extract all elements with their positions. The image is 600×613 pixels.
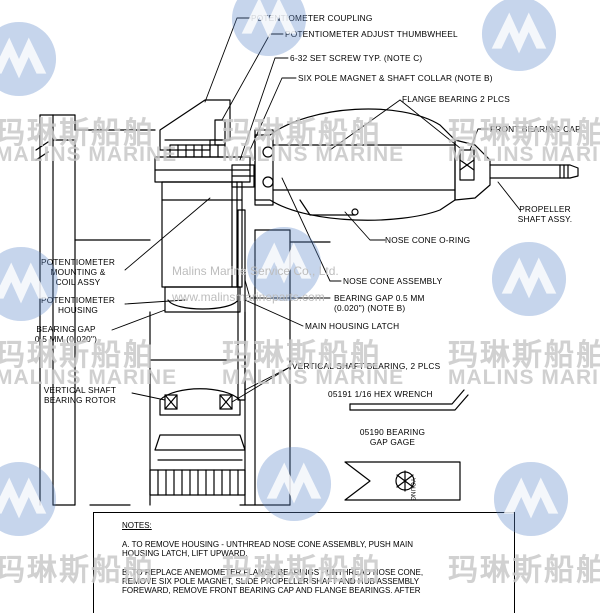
watermark-cn: 玛琳斯船舶 [222,338,382,373]
label-gap-gage-line1: 05190 BEARING [359,427,426,437]
label-vertical-rotor-line2: BEARING ROTOR [43,395,117,405]
note-a-line2: HOUSING LATCH, LIFT UPWARD. [122,549,248,558]
label-pot-mounting-line1: POTENTIOMETER [40,257,116,267]
watermark-cn: 玛琳斯船舶 [0,553,155,588]
label-potentiometer-coupling: POTENTIOMETER COUPLING [251,13,373,23]
label-vertical-shaft-bearing: VERTICAL SHAFT BEARING, 2 PLCS [292,361,441,371]
label-set-screw: 6-32 SET SCREW TYP. (NOTE C) [290,53,423,63]
nose-cone-assembly [254,108,579,221]
watermark-logo-icon [231,0,307,57]
main-housing [154,156,255,401]
label-bearing-gap-right-line1: BEARING GAP 0.5 mm [334,293,425,303]
label-front-bearing-cap: FRONT BEARING CAP [490,124,581,134]
label-potentiometer-thumbwheel: POTENTIOMETER ADJUST THUMBWHEEL [285,29,458,39]
note-b-line3: FOREWARD, REMOVE FRONT BEARING CAP AND F… [122,586,421,595]
label-flange-bearing: FLANGE BEARING 2 PLCS [402,94,510,104]
mounting-frame [35,114,331,506]
watermark-logo-icon [481,0,557,72]
anemometer-cross-section-drawing [35,17,579,506]
watermark-cn: 玛琳斯船舶 [222,116,382,151]
watermark-en: MALINS MARINE [222,143,405,166]
watermark-en: MALINS MARINE [448,143,600,166]
gage-brand-text: YOUNG [409,478,415,502]
watermark-logo-icon [0,246,59,322]
watermark-cn: 玛琳斯船舶 [222,553,382,588]
watermark-logo-icon [246,226,322,302]
label-pot-housing-line2: HOUSING [57,305,99,315]
note-a-line1: A. TO REMOVE HOUSING - UNTHREAD NOSE CON… [122,540,414,549]
note-b-line2: REMOVE SIX POLE MAGNET, SLIDE PROPELLER … [122,577,420,586]
label-pot-mounting-line2: MOUNTING & [50,267,106,277]
label-bearing-gap-left-line2: 0.5 mm (0.020") [34,334,98,344]
label-bearing-gap-right-line2: (0.020") (NOTE B) [334,303,406,313]
watermark-site: www.malinsmarineparts.com [172,290,325,304]
label-hex-wrench: 05191 1/16 HEX WRENCH [328,389,433,399]
label-pot-mounting-line3: COIL ASSY [55,277,101,287]
watermark-cn: 玛琳斯船舶 [448,553,600,588]
label-propeller-line1: PROPELLER [519,204,571,214]
watermark-cn: 玛琳斯船舶 [0,338,155,373]
watermark-en: MALINS MARINE [0,366,178,389]
watermark-cn: 玛琳斯船舶 [0,116,155,151]
watermark-en: MALINS MARINE [0,143,178,166]
watermark-logo-icon [491,241,567,317]
leader-lines [111,17,521,403]
note-b-line1: B. TO REPLACE ANEMOMETER FLANGE BEARINGS… [122,568,424,577]
label-nose-cone-assembly: NOSE CONE ASSEMBLY [343,276,443,286]
label-bearing-gap-left-line1: BEARING GAP [36,324,96,334]
label-vertical-rotor-line1: VERTICAL SHAFT [43,385,117,395]
label-gap-gage-line2: GAP GAGE [369,437,416,447]
notes-box: NOTES: A. TO REMOVE HOUSING - UNTHREAD N… [93,512,515,613]
watermark-logo-icon [0,21,57,97]
watermark-logo-icon [0,461,57,537]
label-six-pole-magnet: SIX POLE MAGNET & SHAFT COLLAR (NOTE B) [298,73,493,83]
label-pot-housing-line1: POTENTIOMETER [40,295,116,305]
watermark-logo-icon [256,446,332,522]
watermark-cn: 玛琳斯船舶 [448,338,600,373]
watermark-logo-icon [493,461,569,537]
bearing-gap-gage [344,461,461,501]
label-nose-cone-oring: NOSE CONE O-RING [385,235,471,245]
vertical-shaft-rotor [149,311,246,506]
watermark-cn: 玛琳斯船舶 [448,116,600,151]
notes-title: NOTES: [122,521,152,530]
label-main-housing-latch: MAIN HOUSING LATCH [305,321,400,331]
hex-wrench [349,389,469,411]
watermark-company: Malins Marine Service Co., Ltd. [172,264,339,278]
watermark-en: MALINS MARINE [448,366,600,389]
label-propeller-line2: SHAFT ASSY. [517,214,573,224]
watermark-en: MALINS MARINE [222,366,405,389]
